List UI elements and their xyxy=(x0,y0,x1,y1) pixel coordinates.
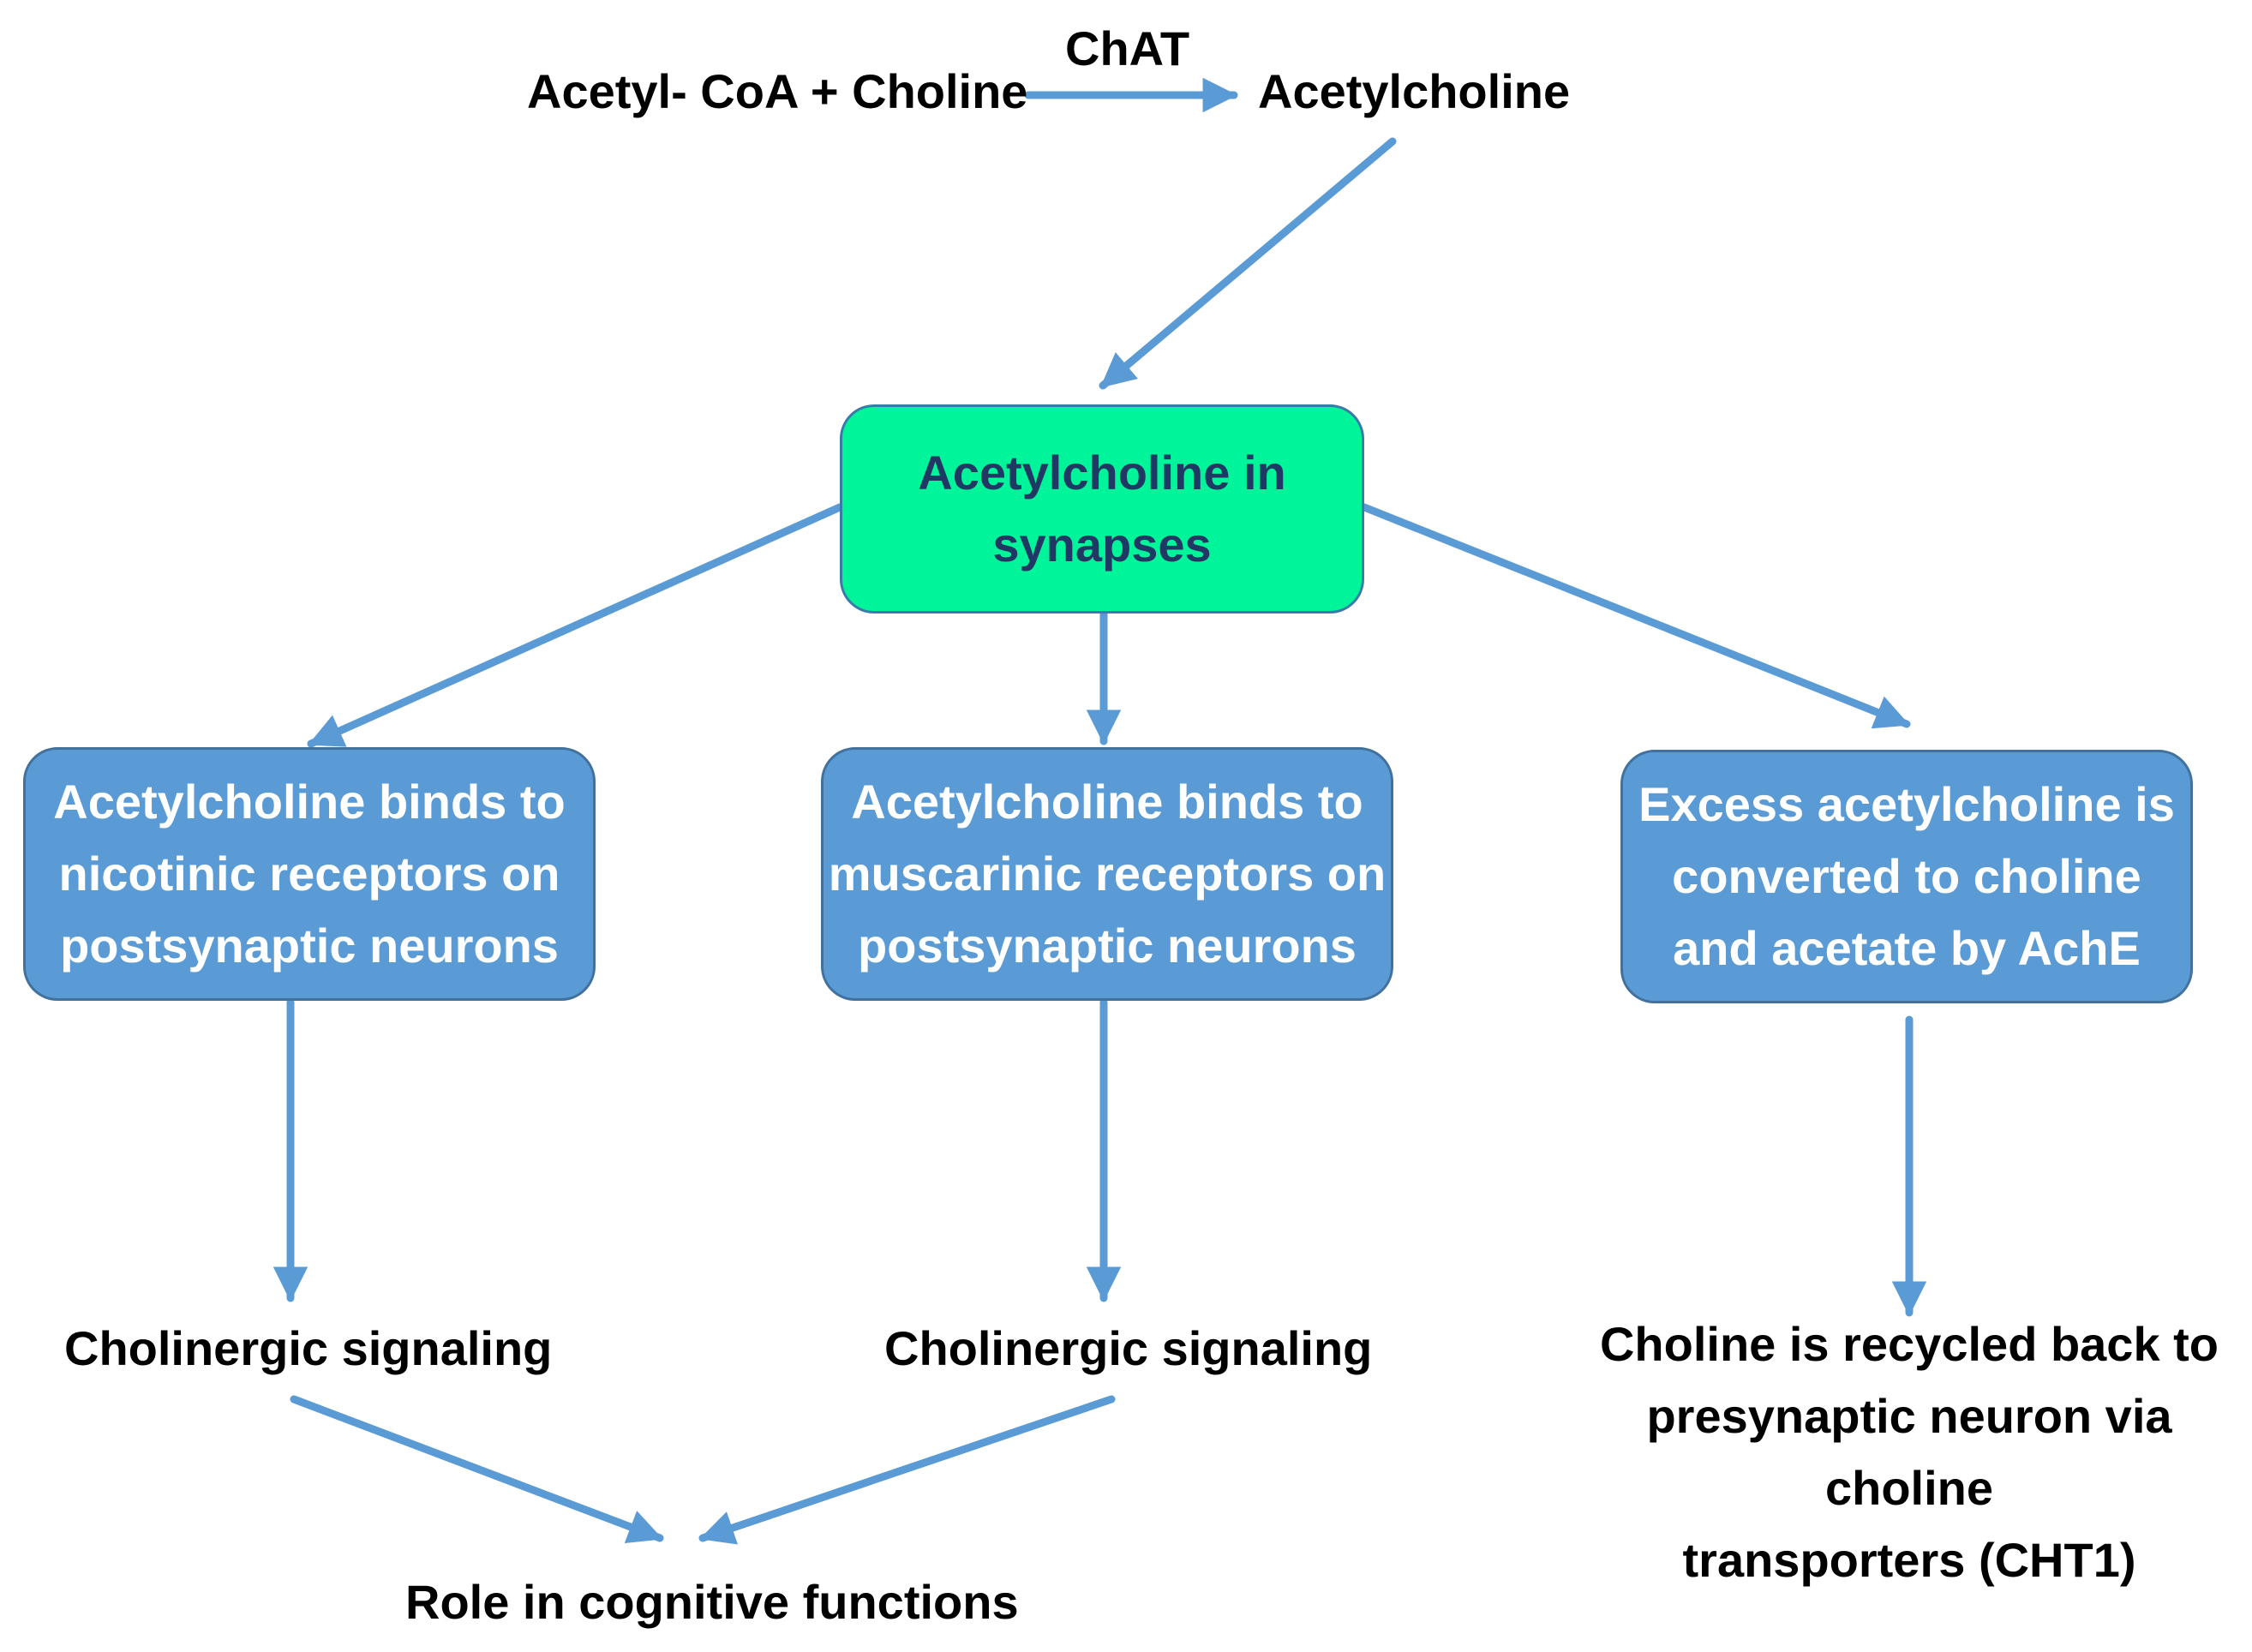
nicotinic-box: Acetylcholine binds to nicotinic recepto… xyxy=(23,747,596,1001)
synapse-box: Acetylcholine in synapses xyxy=(840,404,1364,614)
ache-box: Excess acetylcholine is converted to cho… xyxy=(1620,750,2193,1003)
signaling-middle-label: Cholinergic signaling xyxy=(884,1321,1373,1375)
product-label: Acetylcholine xyxy=(1258,64,1571,118)
arrow-middle-signaling-to-cognitive xyxy=(698,1395,1116,1545)
arrow-synapse-to-ache xyxy=(1360,503,1911,729)
enzyme-label: ChAT xyxy=(1065,21,1190,75)
muscarinic-box: Acetylcholine binds to muscarinic recept… xyxy=(821,747,1393,1001)
synapse-box-label: Acetylcholine in synapses xyxy=(918,446,1286,572)
substrates-label: Acetyl- CoA + Choline xyxy=(527,64,1028,118)
arrow-synapse-to-nicotinic xyxy=(307,503,844,748)
arrow-acetylcholine-to-synapse xyxy=(1099,137,1397,390)
cognitive-label: Role in cognitive functions xyxy=(405,1575,1019,1629)
nicotinic-box-label: Acetylcholine binds to nicotinic recepto… xyxy=(53,775,566,973)
signaling-left-label: Cholinergic signaling xyxy=(64,1321,553,1375)
arrow-left-signaling-to-cognitive xyxy=(290,1395,664,1544)
ache-box-label: Excess acetylcholine is converted to cho… xyxy=(1638,777,2175,975)
recycle-label: Choline is recycled back to presynaptic … xyxy=(1599,1317,2219,1587)
muscarinic-box-label: Acetylcholine binds to muscarinic recept… xyxy=(828,775,1387,973)
